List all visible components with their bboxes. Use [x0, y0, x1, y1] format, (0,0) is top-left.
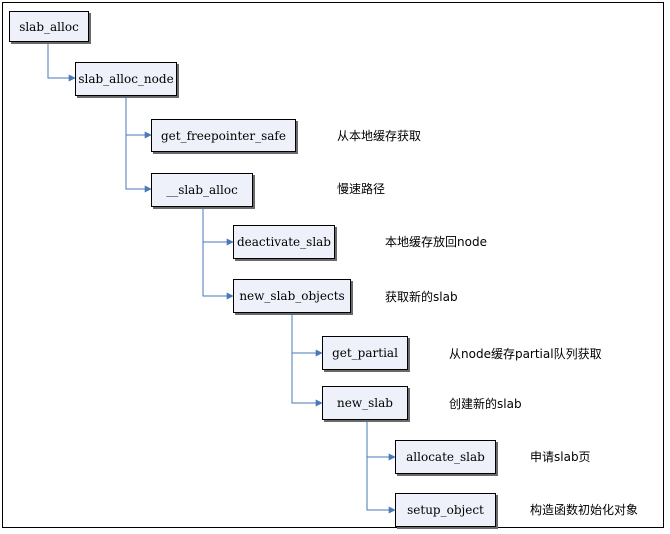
connector-node-to-freepointer [125, 96, 152, 139]
node-get-partial: get_partial [322, 336, 408, 370]
connector-new-slab-to-allocate [366, 420, 396, 461]
note-create-new-slab: 创建新的slab [449, 397, 522, 411]
node-deactivate-slab: deactivate_slab [233, 225, 335, 259]
node-slab-alloc-node: slab_alloc_node [75, 62, 177, 96]
node-slab-alloc: slab_alloc [9, 11, 89, 42]
note-get-from-partial-queue: 从node缓存partial队列获取 [449, 347, 602, 361]
connector-new-slab-to-setup [366, 457, 396, 514]
node-new-slab: new_slab [322, 386, 408, 420]
diagram-frame [2, 2, 664, 528]
note-request-slab-pages: 申请slab页 [530, 450, 591, 464]
note-constructor-init-object: 构造函数初始化对象 [530, 503, 639, 517]
connector-slow-to-new-objects [202, 242, 234, 300]
note-slow-path: 慢速路径 [337, 182, 386, 196]
connector-objects-to-new-slab [291, 353, 323, 407]
connector-node-to-slow-path [125, 135, 152, 193]
connector-objects-to-partial [291, 313, 323, 357]
node-setup-object: setup_object [395, 493, 496, 527]
node-allocate-slab: allocate_slab [395, 440, 496, 474]
connector-slab-alloc-to-node [47, 42, 76, 82]
note-return-local-cache-to-node: 本地缓存放回node [385, 235, 487, 249]
note-get-new-slab: 获取新的slab [385, 290, 458, 304]
node-slab-alloc-slow: __slab_alloc [151, 173, 253, 207]
node-get-freepointer-safe: get_freepointer_safe [151, 119, 296, 152]
node-new-slab-objects: new_slab_objects [233, 279, 351, 313]
note-get-from-local-cache: 从本地缓存获取 [337, 129, 422, 143]
connector-slow-to-deactivate [202, 207, 234, 246]
